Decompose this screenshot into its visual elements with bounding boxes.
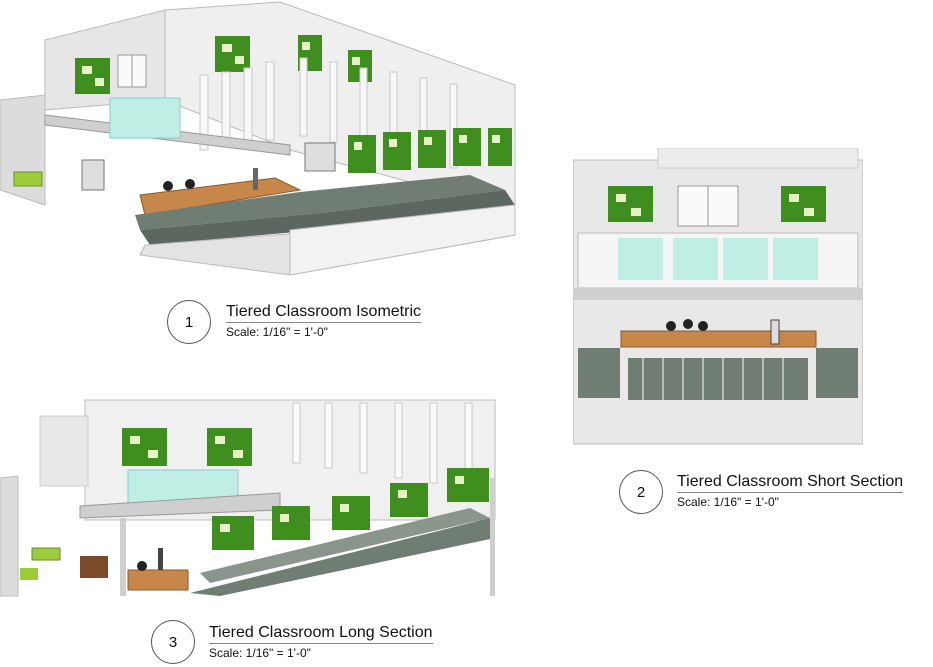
view-1-number-circle: 1 bbox=[167, 300, 211, 344]
view-1-title: Tiered Classroom Isometric bbox=[226, 303, 422, 323]
view-3-number: 3 bbox=[168, 633, 178, 651]
short-section-drawing bbox=[573, 148, 863, 446]
view-3-title: Tiered Classroom Long Section bbox=[209, 624, 433, 644]
moss-panel-group bbox=[75, 35, 372, 94]
view-3-scale: Scale: 1/16" = 1'-0" bbox=[209, 646, 311, 660]
view-3-number-circle: 3 bbox=[151, 620, 195, 664]
view-2-number: 2 bbox=[636, 483, 646, 501]
view-2-scale: Scale: 1/16" = 1'-0" bbox=[677, 495, 779, 509]
view-1-scale: Scale: 1/16" = 1'-0" bbox=[226, 325, 328, 339]
view-1-number: 1 bbox=[184, 313, 194, 331]
isometric-view-drawing bbox=[0, 0, 540, 285]
view-2-number-circle: 2 bbox=[619, 470, 663, 514]
long-section-drawing bbox=[0, 398, 500, 600]
view-2-title: Tiered Classroom Short Section bbox=[677, 473, 904, 493]
